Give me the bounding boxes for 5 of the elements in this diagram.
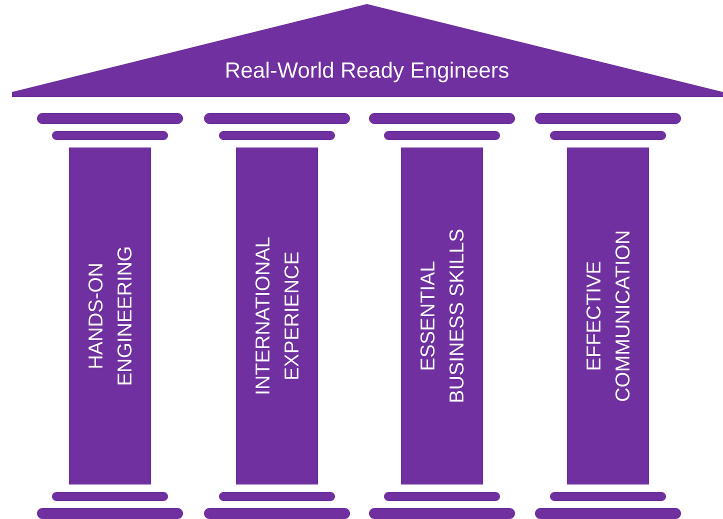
pillar-shaft: EFFECTIVE COMMUNICATION bbox=[567, 148, 649, 484]
pillar-shaft: HANDS-ON ENGINEERING bbox=[69, 148, 151, 484]
roof: Real-World Ready Engineers bbox=[12, 4, 723, 97]
pillar-shaft: INTERNATIONAL EXPERIENCE bbox=[236, 148, 318, 484]
pillar-shaft: ESSENTIAL BUSINESS SKILLS bbox=[401, 148, 483, 484]
